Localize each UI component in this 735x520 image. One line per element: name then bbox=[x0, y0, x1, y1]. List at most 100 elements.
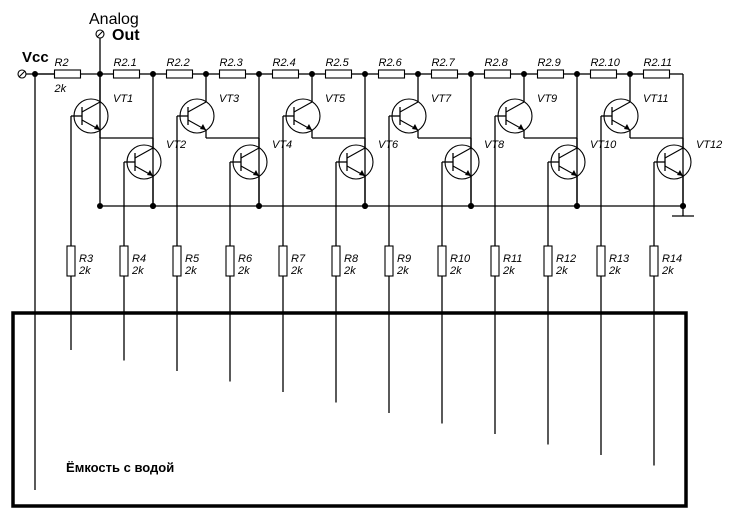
water-tank bbox=[11, 311, 688, 508]
transistor-label: VT10 bbox=[590, 139, 617, 151]
base-resistor-R11 bbox=[490, 245, 500, 277]
base-resistor-R4 bbox=[119, 245, 129, 277]
transistor-collector-leg bbox=[611, 101, 631, 113]
chain-resistor-label: R2.9 bbox=[538, 57, 561, 69]
emitter-arrow bbox=[624, 124, 630, 130]
analog-out-terminal-mark bbox=[96, 30, 104, 38]
transistor-collector-leg bbox=[346, 147, 366, 159]
base-resistor-label: R6 bbox=[238, 253, 253, 265]
base-resistor-R13 bbox=[596, 245, 606, 277]
transistor-body-VT1 bbox=[73, 98, 109, 134]
chain-resistor-R2.10 bbox=[589, 69, 618, 79]
base-resistor-label: R14 bbox=[662, 253, 682, 265]
transistor-label: VT8 bbox=[484, 139, 505, 151]
base-resistor-label: R5 bbox=[185, 253, 200, 265]
labels: Vcc Analog Out Ёмкость с водой bbox=[22, 11, 174, 475]
base-resistor-value: 2k bbox=[131, 265, 144, 277]
base-resistor-R3 bbox=[66, 245, 76, 277]
vcc-terminal-mark bbox=[18, 70, 26, 78]
chain-resistor-label: R2.7 bbox=[432, 57, 456, 69]
chain-resistor-label: R2.8 bbox=[485, 57, 509, 69]
chain-resistor-R2.11 bbox=[642, 69, 671, 79]
junction-ground bbox=[468, 203, 474, 209]
chain-resistor-R2.4 bbox=[271, 69, 300, 79]
base-resistor-value: 2k bbox=[608, 265, 621, 277]
chain-resistor-R2.3 bbox=[218, 69, 247, 79]
tank-label: Ёмкость с водой bbox=[66, 460, 174, 475]
chain-resistor-label: R2 bbox=[55, 57, 69, 69]
chain-resistor-R2.7 bbox=[430, 69, 459, 79]
base-resistor-value: 2k bbox=[555, 265, 568, 277]
chain-resistor-label: R2.1 bbox=[114, 57, 137, 69]
transistor-collector-leg bbox=[558, 147, 578, 159]
emitter-arrow bbox=[306, 124, 312, 130]
transistor-label: VT1 bbox=[113, 93, 133, 105]
transistor-body-VT2 bbox=[126, 144, 162, 180]
base-resistor-value: 2k bbox=[449, 265, 462, 277]
junction-ground bbox=[362, 203, 368, 209]
transistor-body-VT10 bbox=[550, 144, 586, 180]
base-resistor-value: 2k bbox=[78, 265, 91, 277]
transistor-collector-leg bbox=[399, 101, 419, 113]
base-resistor-label: R9 bbox=[397, 253, 411, 265]
base-resistor-R5 bbox=[172, 245, 182, 277]
base-resistor-R10 bbox=[437, 245, 447, 277]
transistor-label: VT3 bbox=[219, 93, 240, 105]
transistor-label: VT2 bbox=[166, 139, 186, 151]
transistor-collector-leg bbox=[664, 147, 684, 159]
emitter-arrow bbox=[465, 170, 471, 176]
base-resistor-value: 2k bbox=[237, 265, 250, 277]
base-resistor-value: 2k bbox=[290, 265, 303, 277]
base-resistor-R14 bbox=[649, 245, 659, 277]
chain-resistor-R2.9 bbox=[536, 69, 565, 79]
base-resistor-R7 bbox=[278, 245, 288, 277]
transistor-body-VT8 bbox=[444, 144, 480, 180]
base-resistor-label: R3 bbox=[79, 253, 94, 265]
transistor-collector-leg bbox=[187, 101, 207, 113]
emitter-arrow bbox=[359, 170, 365, 176]
base-resistor-value: 2k bbox=[661, 265, 674, 277]
base-resistor-value: 2k bbox=[343, 265, 356, 277]
chain-resistor-value: 2k bbox=[54, 83, 67, 95]
base-resistor-label: R7 bbox=[291, 253, 306, 265]
junction-ground bbox=[150, 203, 156, 209]
base-resistor-value: 2k bbox=[502, 265, 515, 277]
base-resistor-label: R13 bbox=[609, 253, 630, 265]
emitter-arrow bbox=[94, 124, 100, 130]
transistor-collector-leg bbox=[81, 101, 101, 113]
transistor-collector-leg bbox=[240, 147, 260, 159]
transistor-collector-leg bbox=[505, 101, 525, 113]
vcc-label: Vcc bbox=[22, 49, 49, 66]
transistor-label: VT4 bbox=[272, 139, 292, 151]
transistor-body-VT4 bbox=[232, 144, 268, 180]
transistor-body-VT11 bbox=[603, 98, 639, 134]
emitter-arrow bbox=[571, 170, 577, 176]
chain-resistor-label: R2.10 bbox=[591, 57, 621, 69]
chain-resistor-label: R2.2 bbox=[167, 57, 190, 69]
out-label: Out bbox=[112, 27, 140, 44]
chain-resistor-R2 bbox=[53, 69, 82, 79]
transistor-label: VT12 bbox=[696, 139, 722, 151]
transistor-body-VT3 bbox=[179, 98, 215, 134]
base-resistor-label: R10 bbox=[450, 253, 471, 265]
chain-resistor-label: R2.4 bbox=[273, 57, 296, 69]
chain-resistor-R2.5 bbox=[324, 69, 353, 79]
emitter-arrow bbox=[200, 124, 206, 130]
base-resistor-label: R12 bbox=[556, 253, 576, 265]
chain-resistor-label: R2.11 bbox=[644, 57, 673, 69]
junction-ground bbox=[256, 203, 262, 209]
chain-resistor-R2.8 bbox=[483, 69, 512, 79]
chain-resistor-R2.1 bbox=[112, 69, 141, 79]
transistor-body-VT5 bbox=[285, 98, 321, 134]
chain-resistor-label: R2.5 bbox=[326, 57, 350, 69]
base-resistor-R12 bbox=[543, 245, 553, 277]
transistor-label: VT5 bbox=[325, 93, 346, 105]
base-resistor-label: R4 bbox=[132, 253, 146, 265]
base-resistor-R8 bbox=[331, 245, 341, 277]
base-resistor-value: 2k bbox=[396, 265, 409, 277]
emitter-arrow bbox=[412, 124, 418, 130]
analog-label: Analog bbox=[89, 11, 139, 28]
transistor-collector-leg bbox=[134, 147, 154, 159]
